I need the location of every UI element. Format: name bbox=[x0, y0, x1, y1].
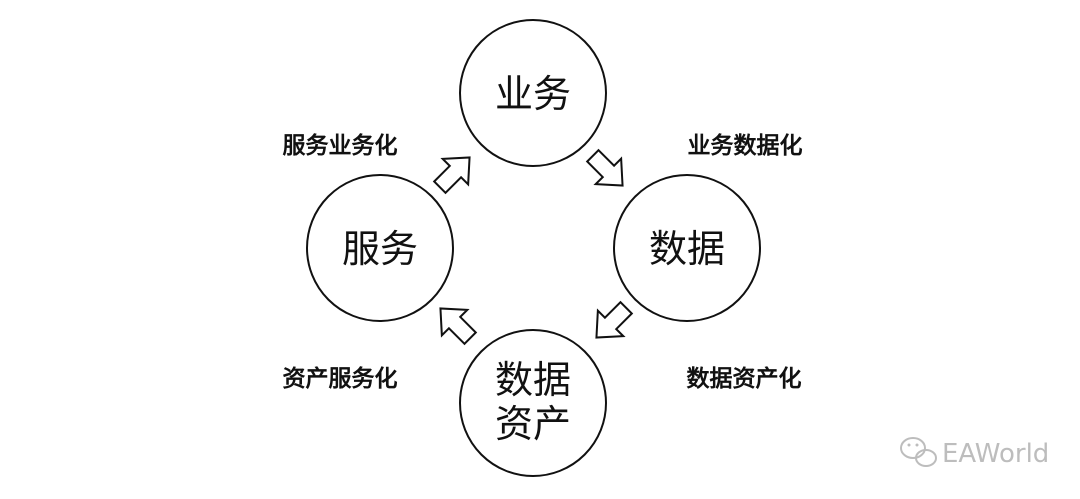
node-data-asset-circle bbox=[459, 329, 607, 477]
node-business-label: 业务 bbox=[495, 72, 571, 116]
node-service-label: 服务 bbox=[342, 227, 418, 271]
node-business-circle bbox=[459, 19, 607, 167]
node-service-circle bbox=[306, 174, 454, 322]
node-data: 数据 bbox=[613, 174, 761, 322]
label-service-to-business: 服务业务化 bbox=[283, 132, 398, 159]
watermark: EAWorld bbox=[900, 437, 1049, 469]
node-data-label: 数据 bbox=[649, 227, 725, 271]
node-data-asset-label-line1: 数据 bbox=[495, 358, 571, 402]
node-data-asset-label-line2: 资产 bbox=[495, 402, 571, 446]
node-service: 服务 bbox=[306, 174, 454, 322]
label-business-to-data: 业务数据化 bbox=[688, 132, 803, 159]
wechat-icon bbox=[900, 437, 937, 467]
label-asset-to-service: 资产服务化 bbox=[283, 365, 398, 392]
arrow-service-to-business bbox=[432, 156, 471, 195]
node-data-asset: 数据 资产 bbox=[459, 329, 607, 477]
label-data-to-asset: 数据资产化 bbox=[687, 365, 802, 392]
arrow-business-to-data bbox=[585, 148, 624, 187]
node-data-circle bbox=[613, 174, 761, 322]
node-business: 业务 bbox=[459, 19, 607, 167]
arrow-asset-to-service bbox=[439, 307, 478, 346]
arrow-data-to-asset bbox=[595, 300, 634, 339]
watermark-text: EAWorld bbox=[942, 439, 1049, 469]
